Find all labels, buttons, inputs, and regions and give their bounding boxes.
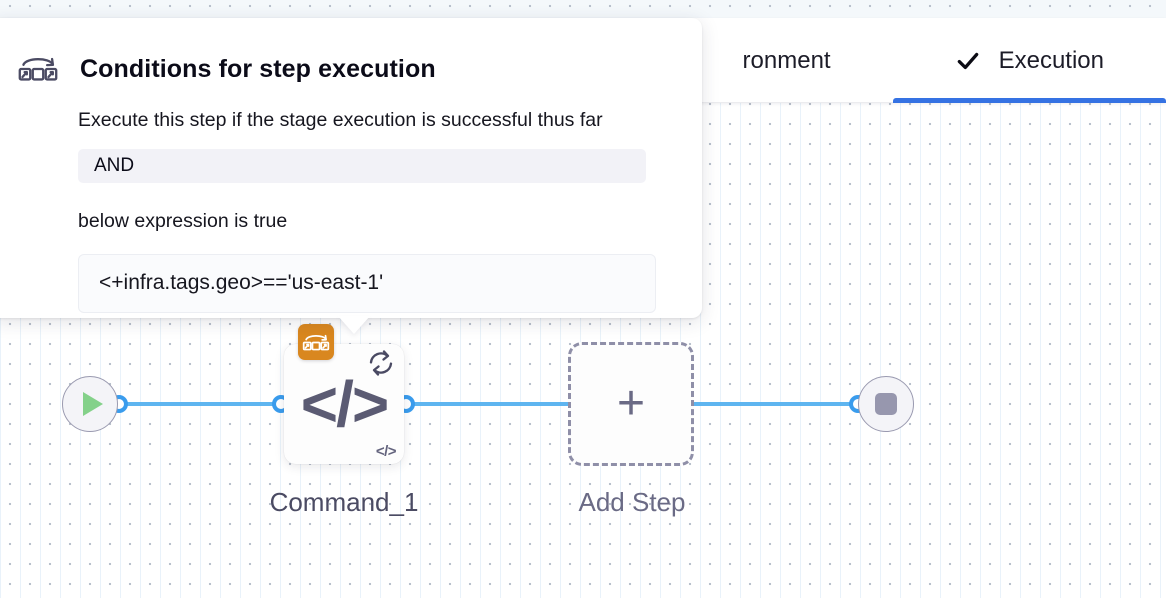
- loop-retry-icon[interactable]: [366, 348, 396, 378]
- check-icon: [955, 48, 981, 74]
- condition-line-1: Execute this step if the stage execution…: [78, 109, 603, 131]
- add-step-label: Add Step: [578, 487, 686, 517]
- tab-environment[interactable]: ronment: [743, 18, 893, 103]
- step-node-command[interactable]: </> </>: [284, 344, 404, 464]
- add-step-button[interactable]: +: [568, 342, 694, 466]
- conditions-popover-body: Execute this step if the stage execution…: [78, 108, 672, 313]
- tab-environment-label: ronment: [742, 46, 831, 74]
- tab-list: ronment Execution: [743, 18, 1166, 103]
- step-node-command-label: Command_1: [269, 487, 419, 517]
- code-icon-small: </>: [375, 443, 397, 460]
- conditions-popover: Conditions for step execution Execute th…: [0, 18, 702, 318]
- code-icon: </>: [300, 368, 390, 440]
- stop-icon: [875, 393, 897, 415]
- play-icon: [83, 392, 103, 416]
- conditions-popover-arrow: [338, 316, 370, 334]
- condition-operator-field: AND: [78, 149, 646, 184]
- conditional-execution-badge-icon[interactable]: [298, 324, 334, 360]
- conditions-popover-title: Conditions for step execution: [80, 54, 436, 83]
- plus-icon: +: [616, 377, 646, 430]
- canvas-top-strip: [0, 0, 1166, 18]
- conditions-popover-header: Conditions for step execution: [16, 52, 672, 86]
- tab-execution-label: Execution: [998, 46, 1104, 74]
- tab-execution[interactable]: Execution: [892, 18, 1166, 103]
- condition-expression-field: <+infra.tags.geo>=='us-east-1': [78, 253, 656, 313]
- end-node[interactable]: [858, 376, 914, 432]
- start-node[interactable]: [62, 376, 118, 432]
- conditional-execution-icon: [16, 52, 60, 86]
- condition-line-2: below expression is true: [78, 210, 288, 233]
